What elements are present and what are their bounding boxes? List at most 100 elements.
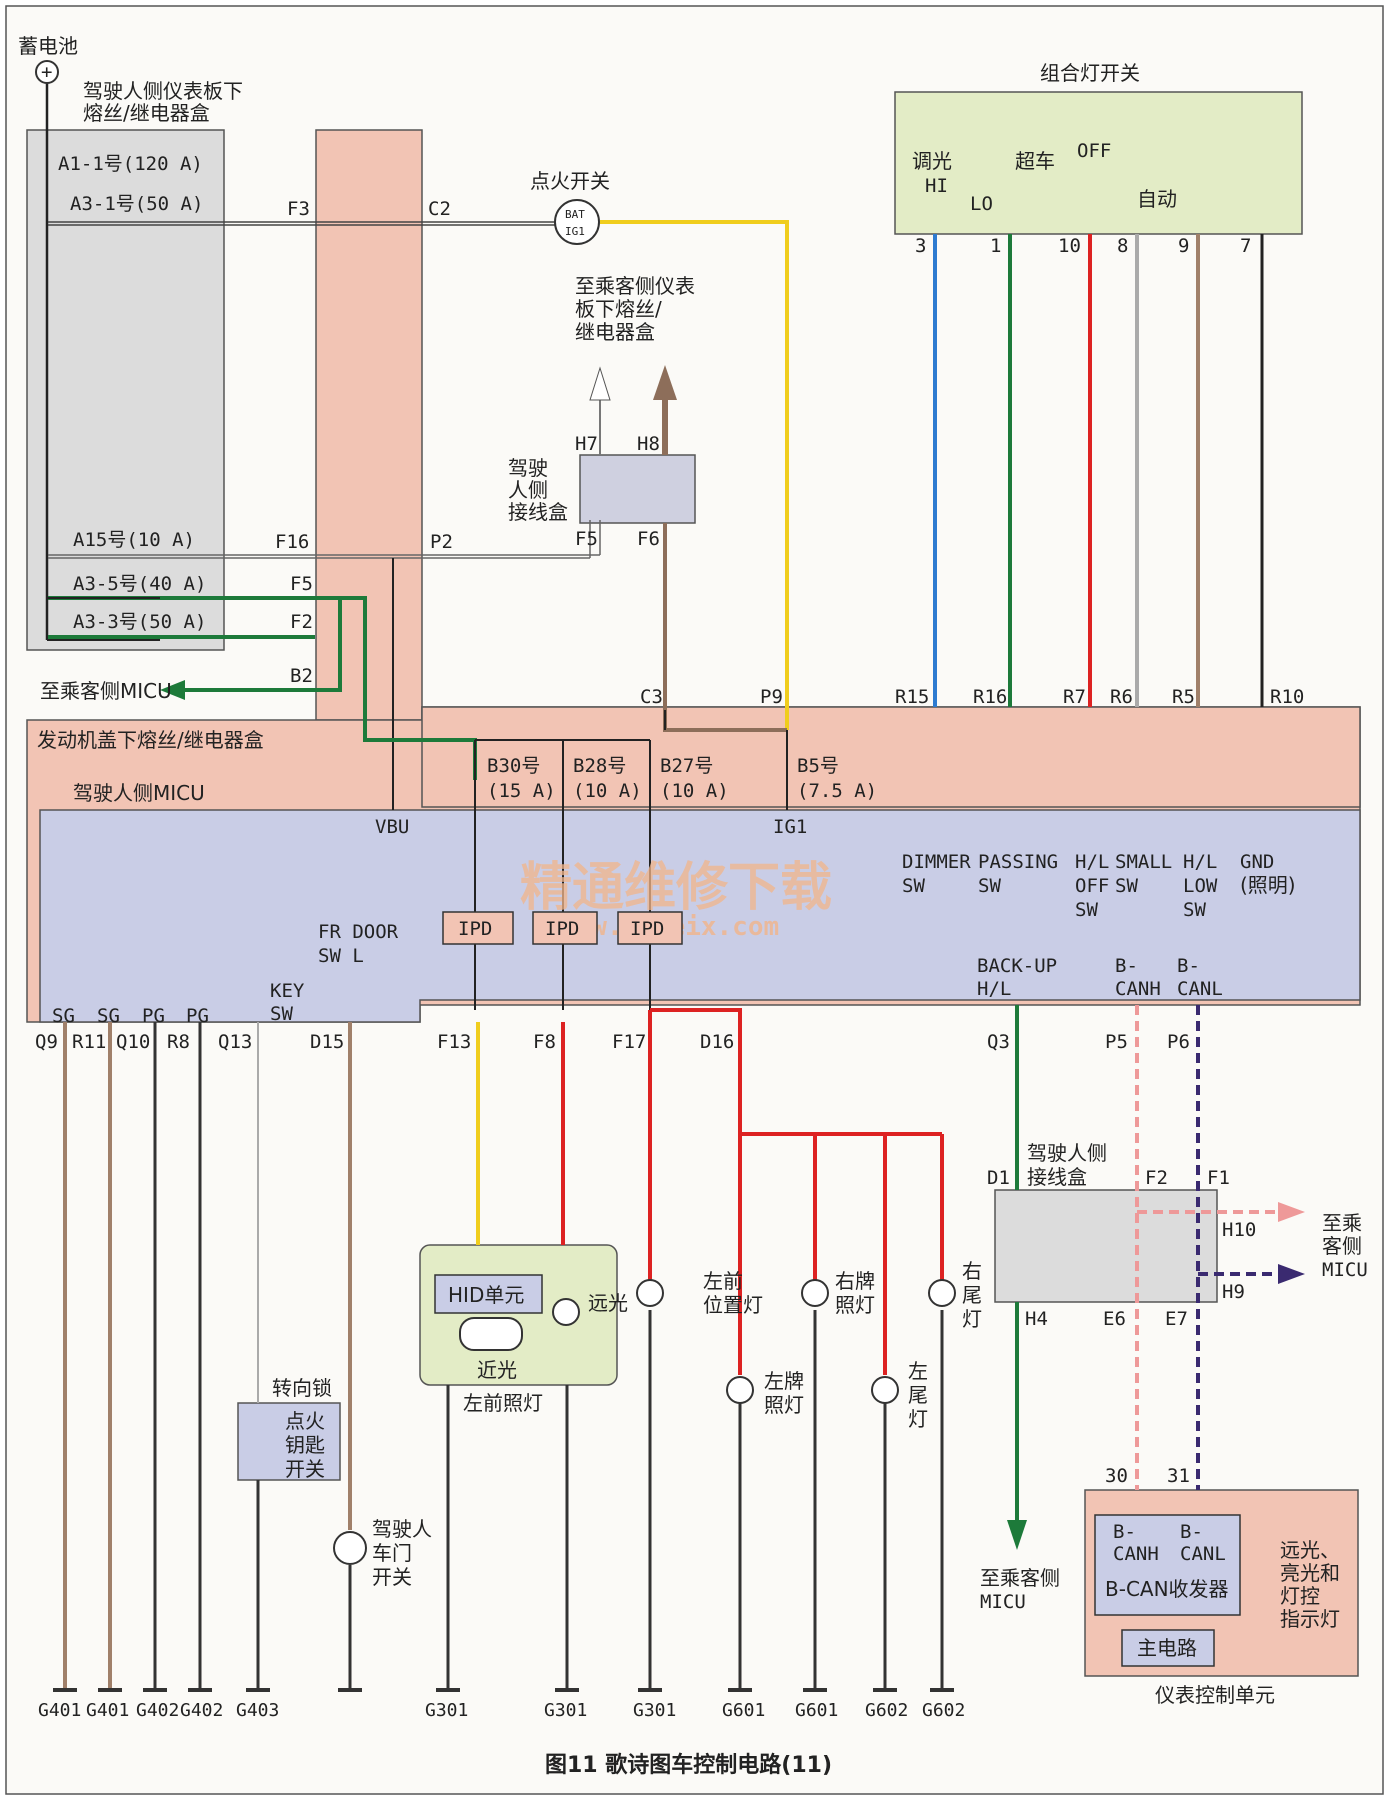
micu-label: SW L (318, 945, 364, 967)
connector-label: P5 (1105, 1031, 1128, 1053)
pin-label: 8 (1117, 235, 1128, 257)
micu-input-label: SW (1075, 899, 1098, 921)
lamp-label: 尾 (908, 1383, 928, 1407)
connector-label: Q9 (35, 1031, 58, 1053)
lamp-label: 右牌 (835, 1269, 875, 1293)
micu-input-label: SMALL (1115, 851, 1172, 873)
micu-input-label: SW (1115, 875, 1138, 897)
bulb-icon (928, 1279, 956, 1307)
connector-label: P2 (430, 531, 453, 553)
micu-input-label: H/L (1075, 851, 1109, 873)
combo-switch-title: 组合灯开关 (1040, 61, 1140, 85)
connector-label: C3 (640, 686, 663, 708)
connector-label: Q10 (116, 1031, 150, 1053)
combo-light-switch (894, 91, 1303, 235)
fuse-box-title: 熔丝/继电器盒 (83, 101, 210, 125)
ground-label: G402 (136, 1700, 179, 1721)
engine-fuse-box-label: 发动机盖下熔丝/继电器盒 (37, 728, 264, 752)
ground-label: G601 (722, 1700, 765, 1721)
fuse-label: B28号 (573, 755, 626, 777)
connector-label: H7 (575, 433, 598, 455)
micu-input-label: H/L (1183, 851, 1217, 873)
door-switch-label: 开关 (372, 1565, 412, 1589)
ground-label: G401 (38, 1700, 81, 1721)
passenger-fuse-label: 至乘客侧仪表 (575, 274, 695, 298)
passenger-fuse-label: 板下熔丝/ (575, 297, 662, 321)
connector-label: D1 (987, 1167, 1010, 1189)
fuse-label: B27号 (660, 755, 713, 777)
driver-fuse-box (26, 129, 225, 651)
key-switch-label: 开关 (285, 1457, 325, 1481)
lamp-label: 左前 (703, 1269, 743, 1293)
ground-label: G601 (795, 1700, 838, 1721)
micu-input-label: (照明) (1240, 873, 1296, 897)
connector-label: P9 (760, 686, 783, 708)
micu-input-label: DIMMER (902, 851, 971, 873)
door-switch-label: 驾驶人 (372, 1517, 432, 1541)
micu-input-label: SW (902, 875, 925, 897)
ground-label: G403 (236, 1700, 279, 1721)
ignition-label: 点火开关 (530, 169, 610, 193)
meter-label: 亮光和 (1280, 1561, 1340, 1585)
ipd-label: IPD (458, 918, 492, 940)
to-passenger-label: MICU (980, 1591, 1026, 1613)
lamp-label: 右 (962, 1259, 982, 1283)
fuse-box-title: 驾驶人侧仪表板下 (83, 79, 243, 103)
combo-switch-label: LO (970, 193, 993, 215)
micu-label: B- (1115, 955, 1138, 977)
passenger-fuse-label: 继电器盒 (575, 320, 655, 344)
fuse-label: B30号 (487, 755, 540, 777)
lamp-label: 左 (908, 1359, 928, 1383)
left-headlight-box (419, 1244, 618, 1386)
meter-label: B- (1113, 1521, 1136, 1543)
lamp-label: 灯 (962, 1307, 982, 1331)
micu-input-label: SW (1183, 899, 1206, 921)
micu-vbu: VBU (375, 816, 409, 838)
connector-label: R10 (1270, 686, 1304, 708)
ignition-bat: BAT (565, 208, 585, 221)
combo-switch-label: 调光 (912, 149, 952, 173)
connector-label: F1 (1207, 1167, 1230, 1189)
connector-label: H8 (637, 433, 660, 455)
junction-box-lower (994, 1189, 1218, 1303)
ground-label: G602 (865, 1700, 908, 1721)
micu-pin: PG (142, 1005, 165, 1027)
bulb-icon (552, 1298, 580, 1326)
junction-label: 接线盒 (508, 500, 568, 524)
micu-input-label: OFF (1075, 875, 1109, 897)
pin-label: 3 (915, 235, 926, 257)
pin-label: 9 (1178, 235, 1189, 257)
low-beam-label: 近光 (477, 1358, 517, 1382)
svg-text:+: + (41, 61, 52, 83)
left-headlight-label: 左前照灯 (463, 1391, 543, 1415)
fuse-label: A1-1号(120 A) (58, 153, 203, 175)
junction-label: 人侧 (508, 478, 548, 502)
watermark: 精通维修下载 (520, 858, 832, 918)
connector-label: R6 (1110, 686, 1133, 708)
meter-label: 远光、 (1280, 1538, 1340, 1562)
meter-label: CANH (1113, 1543, 1159, 1565)
connector-label: Q13 (218, 1031, 252, 1053)
hid-unit-label: HID单元 (448, 1283, 524, 1307)
micu-input-label: LOW (1183, 875, 1218, 897)
key-switch-label: 钥匙 (285, 1433, 325, 1457)
ground-label: G301 (425, 1700, 468, 1721)
connector-label: E6 (1103, 1308, 1126, 1330)
bulb-icon (801, 1279, 829, 1307)
lamp-label: 灯 (908, 1407, 928, 1431)
connector-label: F5 (575, 528, 598, 550)
junction2-label: 驾驶人侧 (1027, 1141, 1107, 1165)
fuse-label: A3-3号(50 A) (73, 611, 206, 633)
ipd-label: IPD (630, 918, 664, 940)
micu-label: B- (1177, 955, 1200, 977)
micu-pin: SG (97, 1005, 120, 1027)
connector-label: P6 (1167, 1031, 1190, 1053)
connector-label: F3 (287, 198, 310, 220)
connector-label: R11 (72, 1031, 106, 1053)
micu-input-label: PASSING (978, 851, 1058, 873)
micu-label: BACK-UP (977, 955, 1057, 977)
connector-label: F13 (437, 1031, 471, 1053)
connector-label: C2 (428, 198, 451, 220)
micu-label: CANH (1115, 978, 1161, 1000)
